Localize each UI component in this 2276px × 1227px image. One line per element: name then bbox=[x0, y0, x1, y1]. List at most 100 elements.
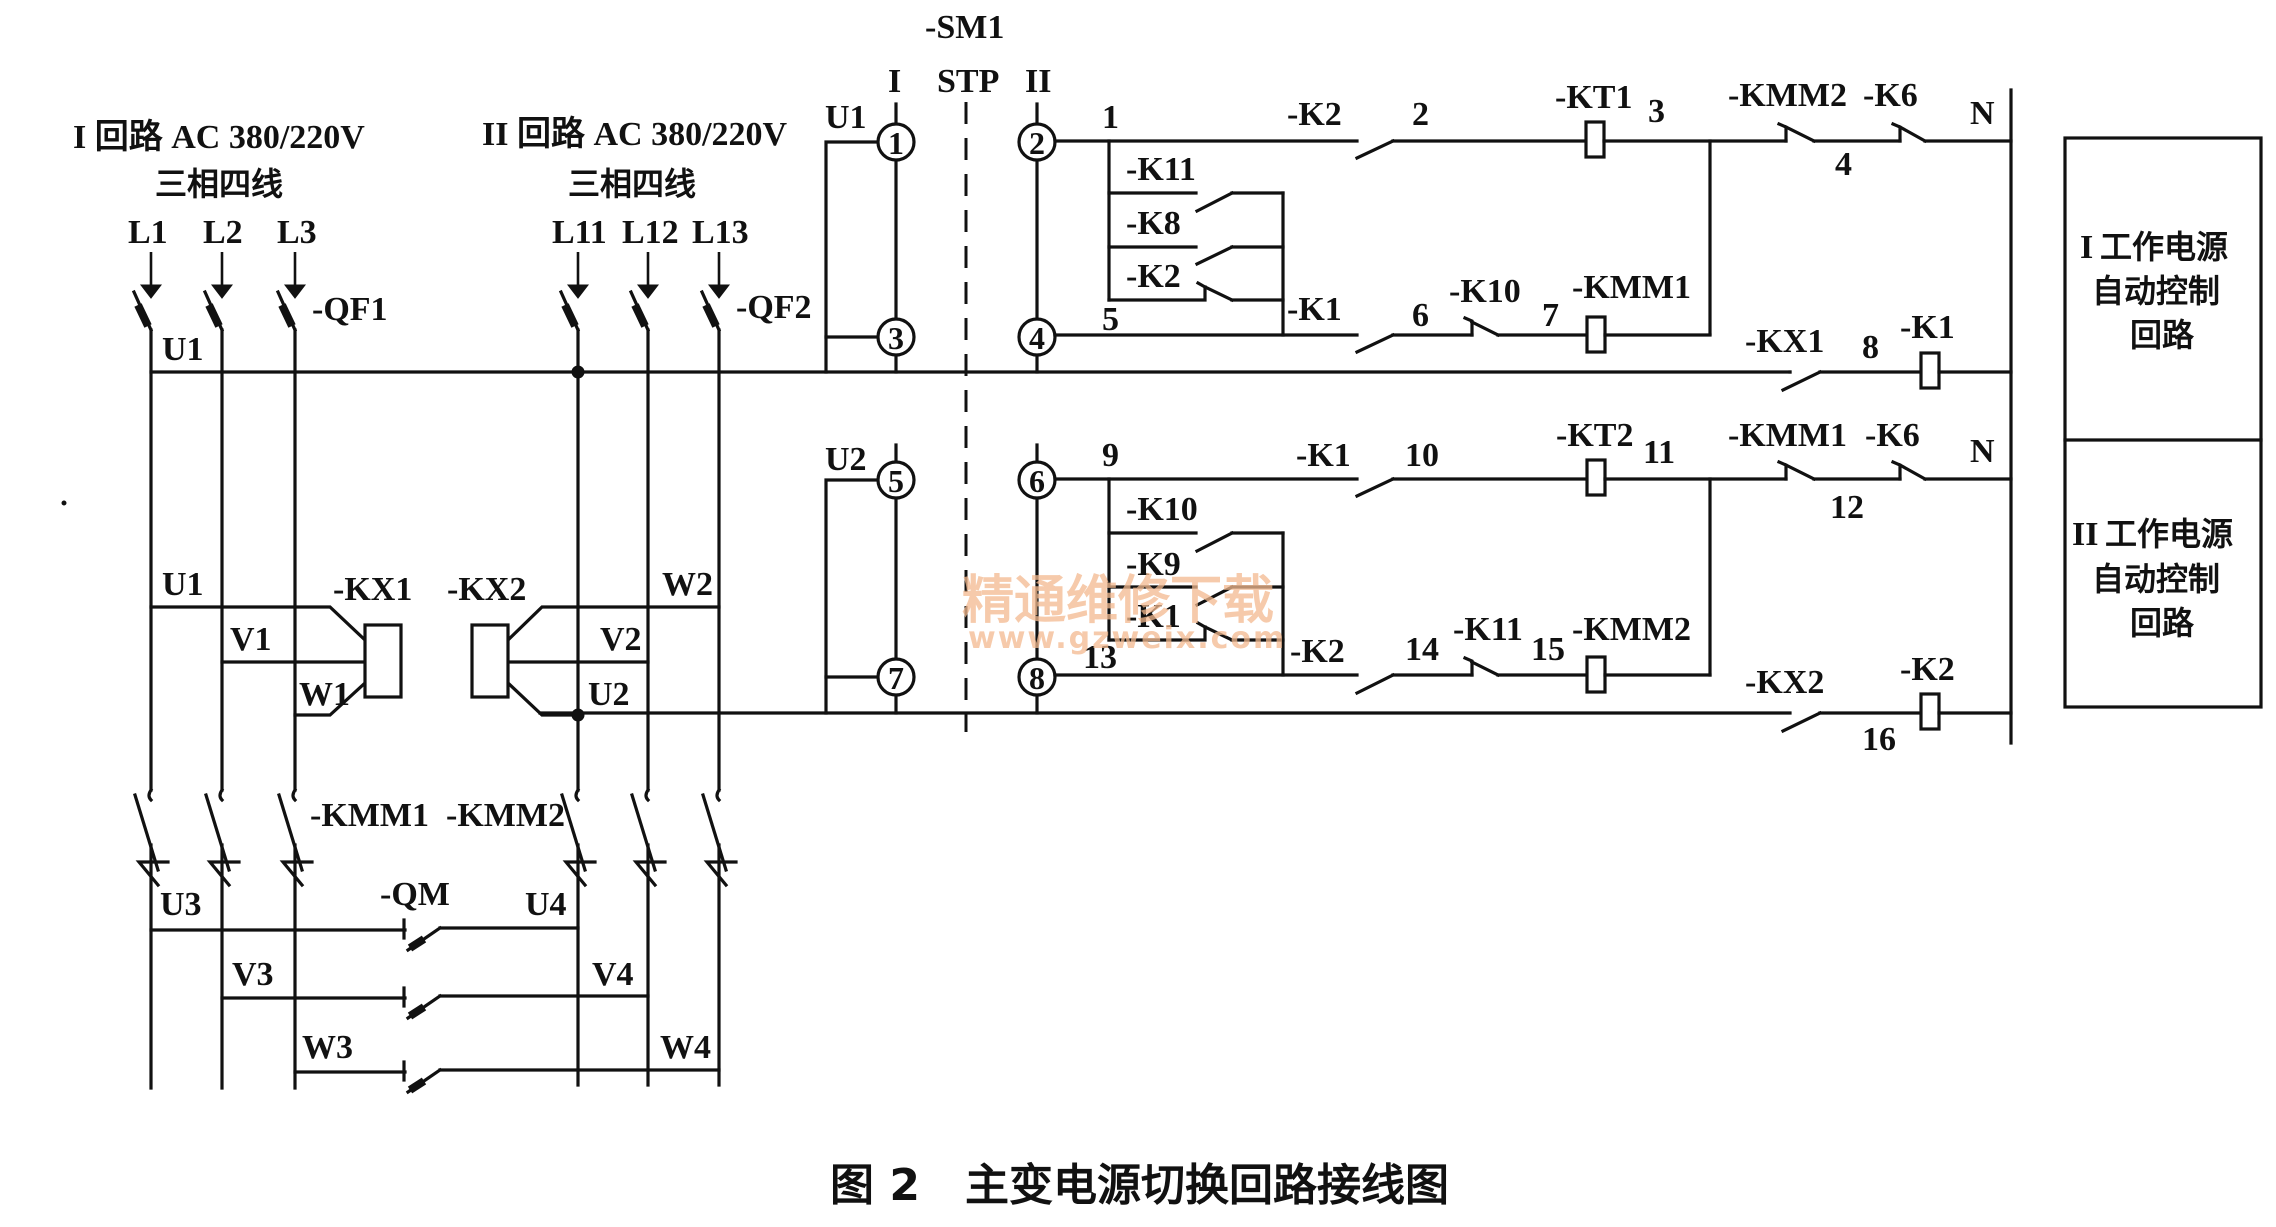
block-i-auto-control: I 工作电源 自动控制 回路 bbox=[2080, 228, 2228, 354]
block-prefix: I bbox=[2080, 229, 2093, 266]
svg-text:4: 4 bbox=[1029, 320, 1045, 356]
nc-contact-icon bbox=[1890, 121, 1928, 144]
nc-contact-icon bbox=[1776, 121, 1817, 144]
nc-contact-icon bbox=[1462, 655, 1501, 678]
scan-speck bbox=[61, 500, 67, 506]
control-circuit-upper: 1 -K2 2 -KT1 3 -KMM2 -K6 N 4 -K11 -K8 -K… bbox=[1053, 77, 2013, 393]
node-1: 1 bbox=[1102, 99, 1119, 136]
relay-coil-icon bbox=[470, 623, 510, 699]
block-line: 自动控制 bbox=[2092, 560, 2220, 598]
control-circuit-lower: 9 -K1 10 -KT2 11 -KMM1 -K6 N 12 -K10 -K9… bbox=[1053, 417, 2013, 758]
kmm-contactors: -KMM1 -KMM2 bbox=[133, 787, 738, 888]
neutral-label: N bbox=[1970, 433, 1995, 470]
k10-contact-label: -K10 bbox=[1449, 273, 1521, 310]
qf2-breaker: -QF2 bbox=[558, 252, 812, 333]
k1-contact-label: -K1 bbox=[1287, 291, 1342, 328]
node-10: 10 bbox=[1405, 437, 1439, 474]
node-16: 16 bbox=[1862, 721, 1896, 758]
watermark-url: www.gzweix.com bbox=[968, 621, 1286, 656]
no-contact-icon bbox=[1354, 332, 1396, 355]
switch-contact-icon bbox=[402, 918, 443, 1095]
block-line: 工作电源 bbox=[2100, 228, 2228, 266]
junction-dot bbox=[571, 365, 585, 379]
terminal-v2: V2 bbox=[600, 621, 642, 658]
terminal-w2: W2 bbox=[662, 566, 713, 603]
position-label-stp: STP bbox=[937, 63, 999, 100]
k6-contact-label: -K6 bbox=[1863, 77, 1918, 114]
incoming-arrow-icon bbox=[139, 252, 307, 299]
svg-text:3: 3 bbox=[888, 320, 904, 356]
k8-contact-label: -K8 bbox=[1126, 205, 1181, 242]
qm-label: -QM bbox=[380, 876, 450, 913]
qf1-label: -QF1 bbox=[312, 291, 388, 328]
nc-contact-icon bbox=[1890, 459, 1928, 482]
block-line: 回路 bbox=[2130, 604, 2195, 642]
contactor-coil-icon bbox=[1585, 655, 1607, 694]
no-contact-icon bbox=[1194, 584, 1235, 608]
caption-number: 图 2 bbox=[830, 1160, 920, 1211]
k11-contact-label: -K11 bbox=[1453, 611, 1523, 648]
phase-label-l1: L1 bbox=[128, 214, 168, 251]
kx2-relay: -KX2 W2 V2 U2 bbox=[447, 566, 721, 722]
watermark: 精通维修下载 www.gzweix.com bbox=[962, 571, 1286, 656]
contactor-coil-icon bbox=[1585, 315, 1607, 354]
kmm1-contact-label: -KMM1 bbox=[1728, 417, 1847, 454]
neutral-label: N bbox=[1970, 95, 1995, 132]
kx1-relay: -KX1 U1 V1 W1 bbox=[149, 566, 412, 717]
kmm2-contact-label: -KMM2 bbox=[1728, 77, 1847, 114]
no-contact-icon bbox=[1354, 672, 1396, 696]
position-label-ii: II bbox=[1025, 63, 1051, 100]
phase-conductors bbox=[149, 328, 721, 1090]
k2-parallel-contact-label: -K2 bbox=[1126, 258, 1181, 295]
k2-contact-label: -K2 bbox=[1287, 96, 1342, 133]
terminal-u1: U1 bbox=[162, 566, 204, 603]
auto-control-blocks: I 工作电源 自动控制 回路 II 工作电源 自动控制 回路 bbox=[2063, 136, 2263, 709]
terminal-1: 1 bbox=[876, 122, 916, 162]
node-7: 7 bbox=[1542, 297, 1559, 334]
k6-contact-label: -K6 bbox=[1865, 417, 1920, 454]
qm-switch: -QM U3 V3 W3 U4 V4 W4 bbox=[149, 876, 721, 1095]
terminal-2: 2 bbox=[1017, 122, 1057, 162]
node-4: 4 bbox=[1835, 146, 1852, 183]
node-12: 12 bbox=[1830, 489, 1864, 526]
svg-text:8: 8 bbox=[1029, 660, 1045, 696]
phase-label-l13: L13 bbox=[692, 214, 749, 251]
kx2-contact-label: -KX2 bbox=[1745, 664, 1824, 701]
block-line: 回路 bbox=[2130, 316, 2195, 354]
circuit2-subtitle: 三相四线 bbox=[568, 165, 696, 203]
block-line: 自动控制 bbox=[2092, 272, 2220, 310]
terminal-7: 7 bbox=[876, 657, 916, 697]
terminal-3: 3 bbox=[876, 317, 916, 357]
kmm2-label: -KMM2 bbox=[446, 797, 565, 834]
k9-contact-label: -K9 bbox=[1126, 546, 1181, 583]
node-5: 5 bbox=[1102, 301, 1119, 338]
relay-coil-icon bbox=[1919, 692, 1941, 731]
terminal-v3: V3 bbox=[232, 956, 274, 993]
circuit1-subtitle: 三相四线 bbox=[155, 165, 283, 203]
phase-label-l11: L11 bbox=[552, 214, 607, 251]
k11-contact-label: -K11 bbox=[1126, 151, 1196, 188]
breaker-contact-icon bbox=[558, 289, 722, 333]
terminal-v4: V4 bbox=[592, 956, 634, 993]
phase-label-l2: L2 bbox=[203, 214, 243, 251]
k10-contact-label: -K10 bbox=[1126, 491, 1198, 528]
figure-caption: 图 2 主变电源切换回路接线图 bbox=[830, 1160, 1449, 1211]
sm1-selector: -SM1 I STP II U1 U2 1 2 3 4 5 6 7 8 bbox=[824, 9, 1057, 732]
kx1-contact-label: -KX1 bbox=[1745, 323, 1824, 360]
kx1-label: -KX1 bbox=[333, 571, 412, 608]
block-frame bbox=[2063, 136, 2263, 709]
timer-coil-icon bbox=[1584, 120, 1606, 159]
node-8: 8 bbox=[1862, 329, 1879, 366]
k1-parallel-contact-label: -K1 bbox=[1126, 598, 1181, 635]
k2-contact-label: -K2 bbox=[1290, 633, 1345, 670]
node-3: 3 bbox=[1648, 93, 1665, 130]
nc-contact-icon bbox=[1195, 280, 1235, 303]
k1-coil-label: -K1 bbox=[1900, 309, 1955, 346]
no-contact-icon bbox=[1194, 530, 1235, 554]
node-2: 2 bbox=[1412, 96, 1429, 133]
node-15: 15 bbox=[1531, 631, 1565, 668]
terminal-6: 6 bbox=[1017, 460, 1057, 500]
node-13: 13 bbox=[1083, 639, 1117, 676]
no-contact-icon bbox=[1780, 369, 1823, 393]
